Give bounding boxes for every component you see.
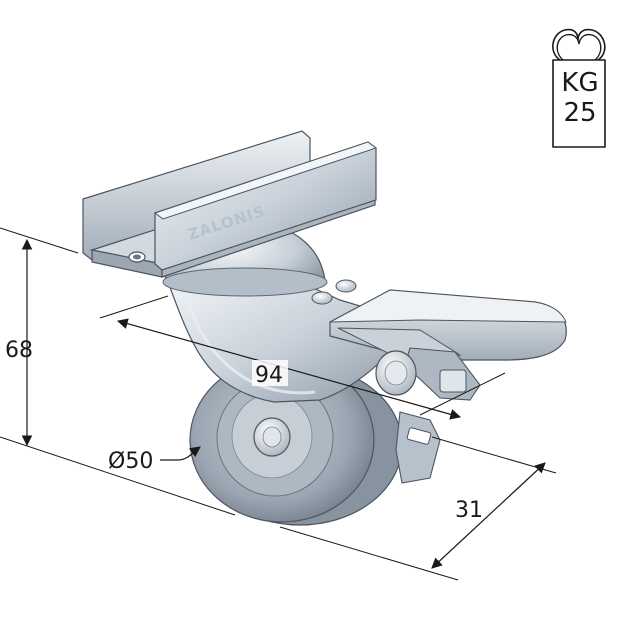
diameter-label: Ø50 (108, 449, 153, 474)
dimension-width: 31 (279, 436, 557, 581)
length-label: 94 (255, 363, 283, 388)
weight-unit: KG (561, 68, 598, 98)
weight-value: 25 (563, 98, 596, 128)
rivets (311, 279, 357, 305)
width-label: 31 (455, 498, 483, 523)
dimension-diameter: Ø50 (108, 446, 201, 474)
mounting-bracket: ZALONIS (82, 130, 378, 278)
dimension-length: 94 (99, 295, 506, 420)
dimension-height: 68 (0, 227, 236, 516)
height-label: 68 (5, 338, 33, 363)
weight-badge: KG 25 (552, 28, 606, 148)
